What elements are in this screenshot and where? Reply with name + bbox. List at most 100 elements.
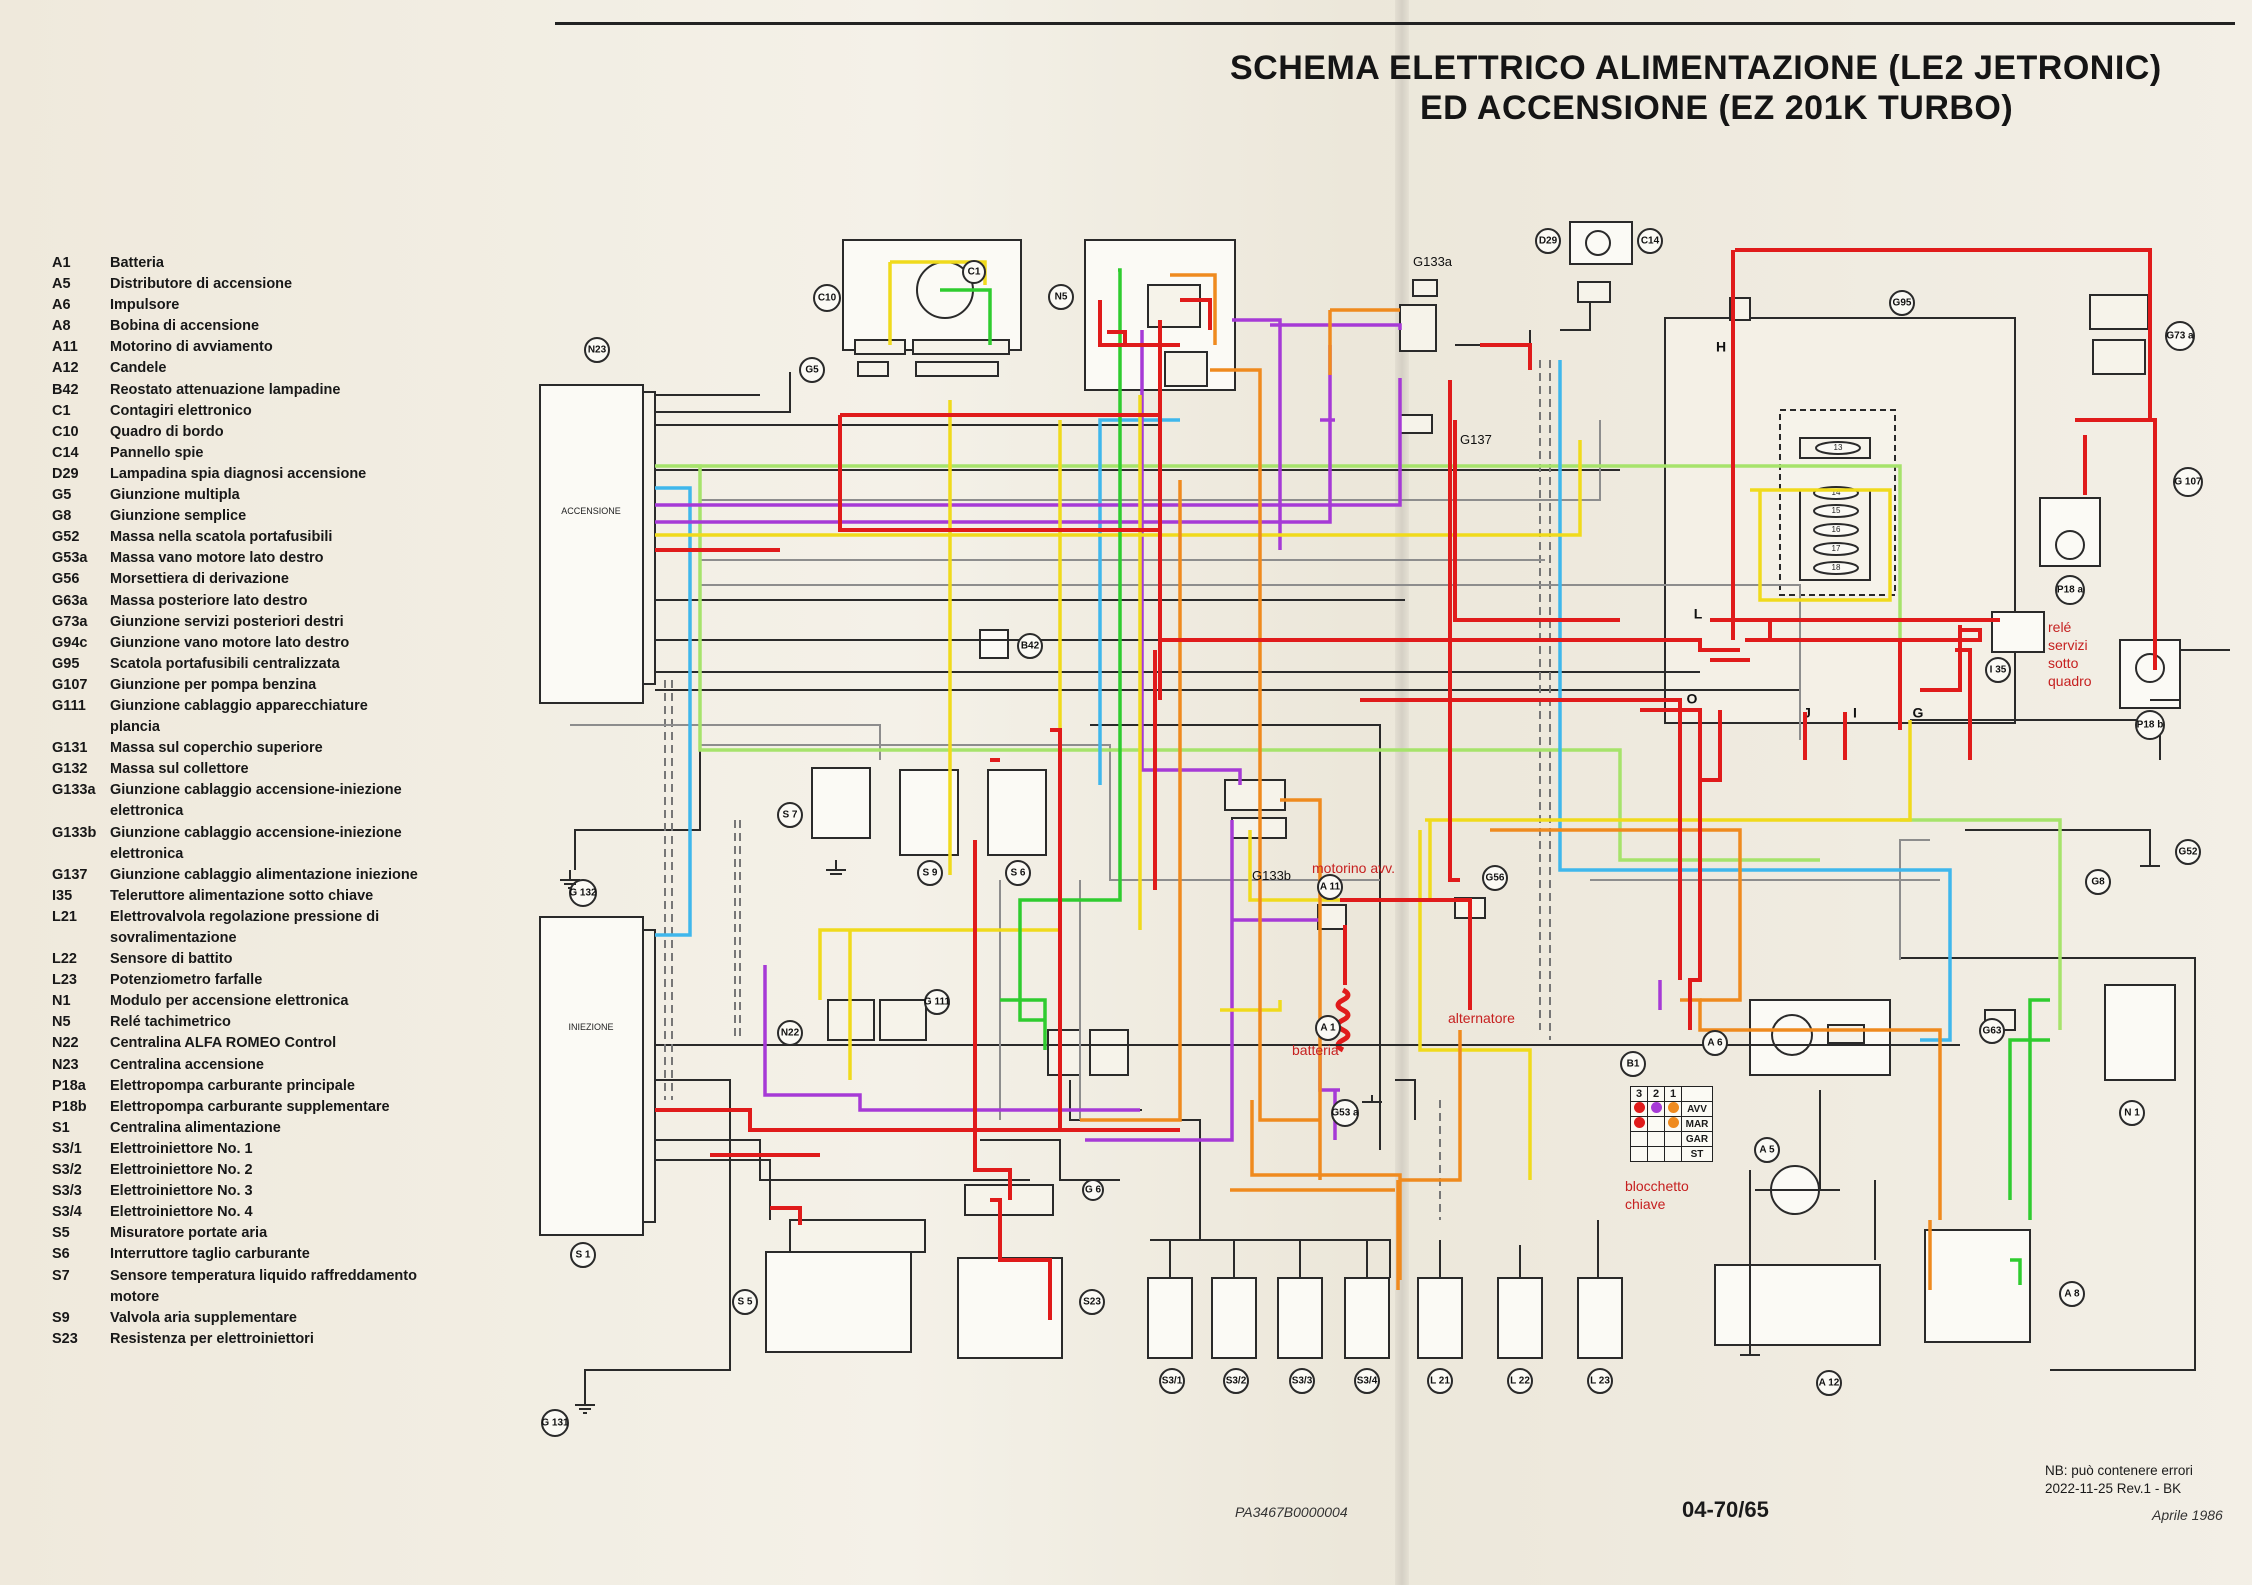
legend-code: G131 — [52, 740, 88, 757]
legend-description: Interruttore taglio carburante — [110, 1246, 310, 1263]
legend-description: Elettroiniettore No. 1 — [110, 1140, 253, 1157]
svg-text:D29: D29 — [1539, 236, 1558, 247]
svg-text:G5: G5 — [805, 365, 819, 376]
legend-code: A12 — [52, 360, 79, 377]
legend-code: S23 — [52, 1330, 78, 1347]
svg-text:H: H — [1716, 339, 1726, 355]
svg-text:A 6: A 6 — [1707, 1038, 1723, 1049]
legend-code: G107 — [52, 676, 88, 693]
title-line-1: SCHEMA ELETTRICO ALIMENTAZIONE (LE2 JETR… — [1230, 49, 2162, 87]
svg-text:17: 17 — [1832, 544, 1841, 553]
legend-description: Distributore di accensione — [110, 276, 293, 293]
svg-text:N5: N5 — [1055, 292, 1068, 303]
legend-code: B42 — [52, 381, 79, 398]
svg-text:I: I — [1853, 705, 1857, 721]
legend-description: Batteria — [110, 255, 164, 271]
p18b-pump — [2119, 639, 2181, 709]
legend-description: Impulsore — [110, 297, 180, 314]
svg-text:S 9: S 9 — [922, 868, 937, 879]
legend-code: C1 — [52, 402, 71, 419]
legend-description: Motorino di avviamento — [110, 339, 273, 356]
a8-coil — [1924, 1229, 2031, 1343]
legend-code: G94c — [52, 634, 88, 651]
legend-row: P18a Elettropompa carburante principale — [52, 1076, 452, 1097]
wires-red — [655, 248, 2157, 1320]
d29-c14-lamp — [1569, 221, 1633, 303]
legend-code: S5 — [52, 1225, 70, 1242]
svg-text:15: 15 — [1832, 506, 1841, 515]
svg-text:G8: G8 — [2091, 877, 2105, 888]
legend-description: Elettropompa carburante supplementare — [110, 1098, 390, 1115]
legend-code: A1 — [52, 255, 71, 271]
annotation-motorino: motorino avv. — [1312, 860, 1395, 876]
svg-text:C14: C14 — [1641, 236, 1660, 247]
annotation-g133b: G133b — [1252, 868, 1292, 883]
annotation-g133a: G133a — [1413, 254, 1453, 269]
legend-description: Potenziometro farfalle — [110, 972, 263, 989]
annotation-g137: G137 — [1460, 432, 1492, 447]
page-number: 04-70/65 — [1682, 1497, 1769, 1522]
legend-description: Elettropompa carburante principale — [110, 1077, 355, 1094]
legend-code: P18b — [52, 1098, 87, 1115]
legend-description: Centralina accensione — [110, 1056, 264, 1073]
legend-description: Valvola aria supplementare — [110, 1309, 297, 1326]
svg-text:G 131: G 131 — [541, 1418, 569, 1429]
svg-text:G 132: G 132 — [569, 888, 597, 899]
legend-description: plancia — [110, 719, 160, 736]
legend-description: Elettroiniettore No. 4 — [110, 1204, 253, 1221]
annotation-alternatore: alternatore — [1448, 1010, 1515, 1026]
svg-text:G63: G63 — [1983, 1026, 2002, 1037]
legend-code: L23 — [52, 972, 77, 989]
legend-code: S6 — [52, 1246, 70, 1263]
svg-text:G52: G52 — [2179, 847, 2198, 858]
header-rule — [555, 22, 2235, 25]
svg-text:A 1: A 1 — [1320, 1023, 1336, 1034]
legend-description: Giunzione vano motore lato destro — [110, 634, 350, 651]
legend-code: L21 — [52, 908, 77, 925]
legend-description: Candele — [110, 360, 167, 377]
svg-text:N 1: N 1 — [2124, 1108, 2140, 1119]
legend-description: elettronica — [110, 845, 184, 862]
svg-text:S 6: S 6 — [1010, 868, 1025, 879]
svg-text:C10: C10 — [818, 293, 837, 304]
svg-text:A 11: A 11 — [1320, 882, 1341, 893]
legend-description: Massa nella scatola portafusibili — [110, 529, 333, 546]
legend-description: Bobina di accensione — [110, 318, 260, 335]
diagram-title: SCHEMA ELETTRICO ALIMENTAZIONE (LE2 JETR… — [1230, 48, 2230, 128]
legend-code: S9 — [52, 1309, 70, 1326]
a1-battery — [1317, 904, 1351, 1053]
legend-code: P18a — [52, 1077, 86, 1094]
key-diag — [1681, 1086, 1713, 1102]
svg-text:S3/4: S3/4 — [1357, 1376, 1378, 1387]
legend-row: A1 Batteria — [52, 253, 452, 274]
legend-description: Elettroiniettore No. 3 — [110, 1183, 253, 1200]
l21-l22-l23 — [1417, 1277, 1623, 1359]
legend-code: A11 — [52, 339, 78, 356]
key-avv: AVV — [1681, 1101, 1713, 1117]
legend-row: S6 Interruttore taglio carburante — [52, 1244, 452, 1265]
g95-fuse-box — [1664, 297, 2016, 724]
svg-text:B1: B1 — [1627, 1059, 1640, 1070]
legend-description: Centralina ALFA ROMEO Control — [110, 1035, 337, 1052]
legend-description: Contagiri elettronico — [110, 402, 252, 419]
s3-injectors — [1147, 1277, 1390, 1359]
legend-row: P18b Elettropompa carburante supplementar… — [52, 1097, 452, 1118]
legend-row: elettronica — [52, 844, 452, 865]
legend-row: A12 Candele — [52, 358, 452, 379]
